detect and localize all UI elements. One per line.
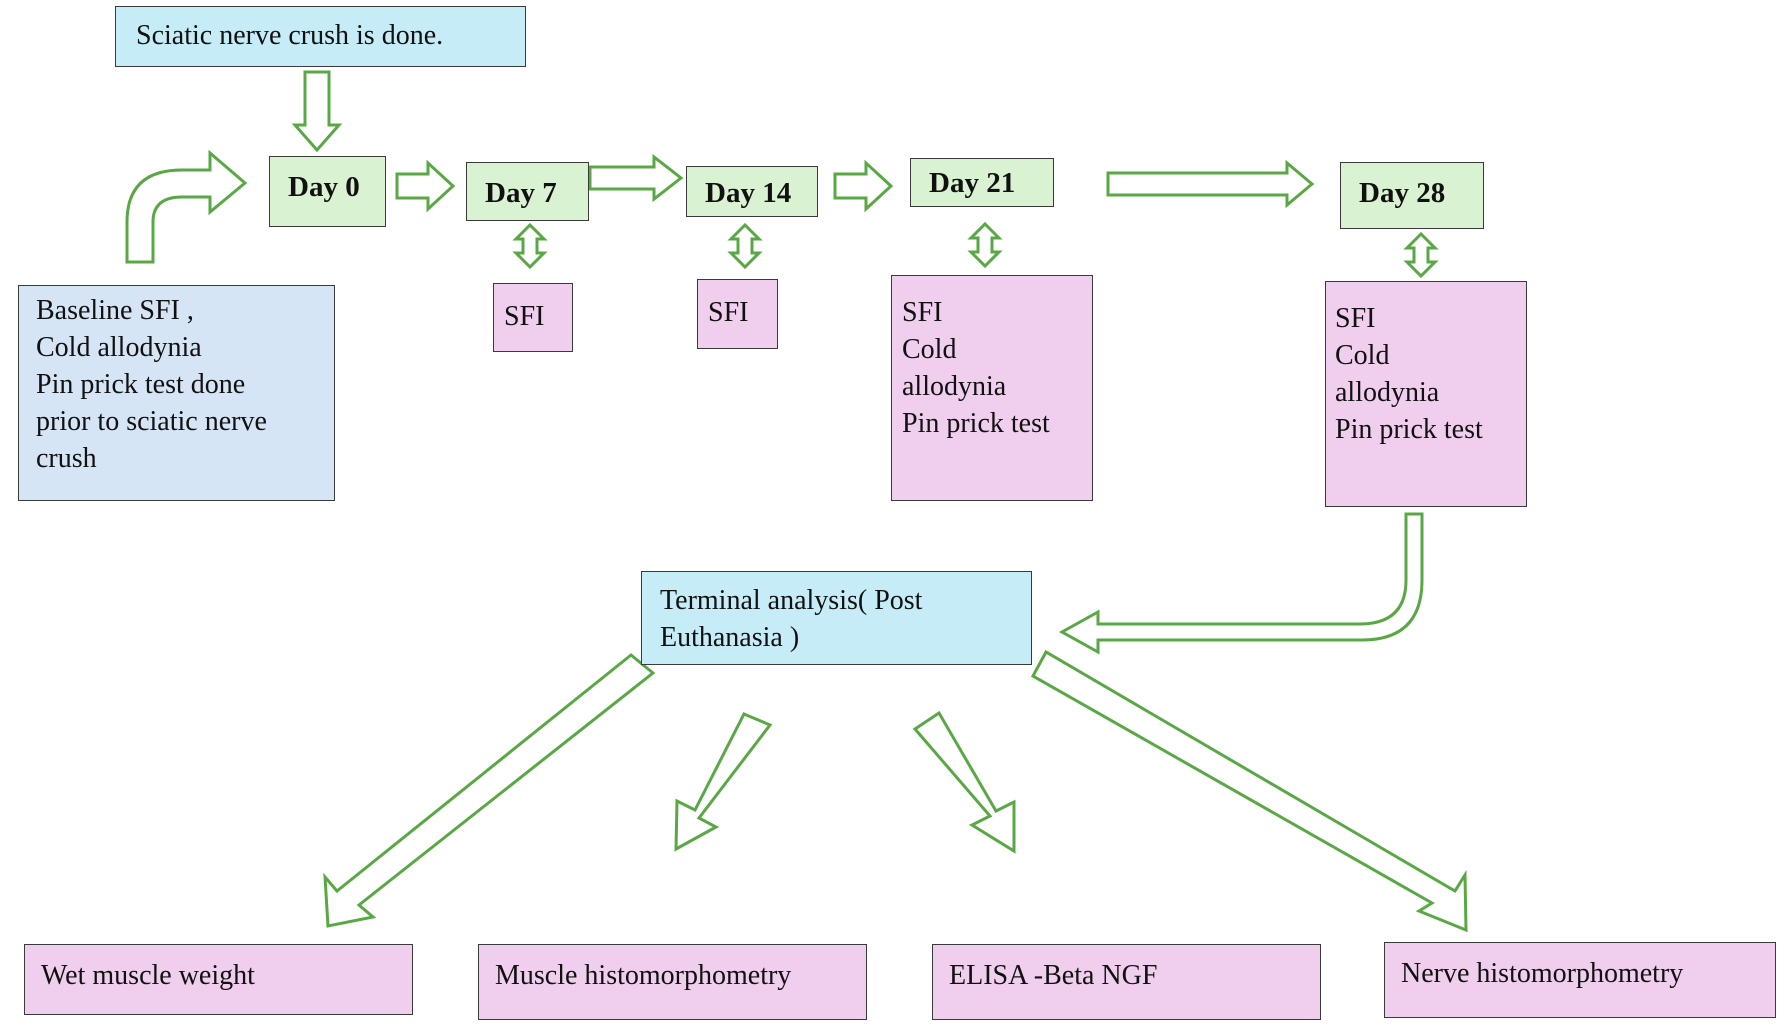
test-line: Cold — [902, 334, 957, 365]
diagonal-arrow-icon — [323, 653, 656, 928]
outcome-label: Wet muscle weight — [41, 960, 255, 991]
day-28-box: Day 28 — [1340, 162, 1484, 229]
outcome-nerve-histomorphometry: Nerve histomorphometry — [1384, 942, 1776, 1018]
baseline-box: Baseline SFI , Cold allodynia Pin prick … — [18, 285, 335, 501]
right-arrow-icon — [395, 159, 456, 213]
test-line: Pin prick test — [1335, 414, 1483, 445]
day-label: Day 28 — [1359, 177, 1446, 209]
double-arrow-icon — [512, 222, 548, 270]
day-14-box: Day 14 — [686, 166, 818, 217]
baseline-line: Cold allodynia — [36, 332, 202, 363]
double-arrow-icon — [727, 222, 763, 270]
down-arrow-icon — [291, 70, 343, 153]
day-label: Day 14 — [705, 177, 792, 209]
terminal-line: Euthanasia ) — [660, 622, 800, 653]
day-7-box: Day 7 — [466, 162, 589, 221]
nerve-crush-text: Sciatic nerve crush is done. — [136, 20, 444, 51]
double-arrow-icon — [967, 221, 1003, 269]
outcome-label: ELISA -Beta NGF — [949, 960, 1158, 991]
outcome-wet-muscle-weight: Wet muscle weight — [24, 944, 413, 1015]
day-label: Day 0 — [288, 171, 360, 203]
day-label: Day 7 — [485, 177, 557, 209]
test-line: SFI — [1335, 303, 1376, 334]
right-arrow-icon — [833, 159, 894, 213]
terminal-line: Terminal analysis( Post — [660, 585, 923, 616]
test-line: allodynia — [902, 371, 1007, 402]
day-21-tests-box: SFI Cold allodynia Pin prick test — [891, 275, 1093, 501]
day-7-tests-box: SFI — [493, 283, 573, 352]
outcome-muscle-histomorphometry: Muscle histomorphometry — [478, 944, 867, 1020]
terminal-analysis-box: Terminal analysis( Post Euthanasia ) — [641, 571, 1032, 665]
outcome-elisa-beta-ngf: ELISA -Beta NGF — [932, 944, 1321, 1020]
test-line: SFI — [504, 301, 545, 332]
day-28-tests-box: SFI Cold allodynia Pin prick test — [1325, 281, 1527, 507]
baseline-line: prior to sciatic nerve — [36, 406, 267, 437]
outcome-label: Muscle histomorphometry — [495, 960, 792, 991]
diagonal-arrow-icon — [1030, 649, 1468, 933]
day-label: Day 21 — [929, 167, 1016, 199]
bent-arrow-icon — [125, 149, 248, 264]
right-arrow-icon — [1106, 159, 1315, 209]
day-14-tests-box: SFI — [697, 279, 778, 349]
day-21-box: Day 21 — [910, 158, 1054, 207]
right-arrow-icon — [588, 153, 684, 203]
nerve-crush-box: Sciatic nerve crush is done. — [115, 6, 526, 67]
diagonal-arrow-icon — [912, 710, 1016, 854]
double-arrow-icon — [1403, 231, 1439, 279]
diagonal-arrow-icon — [674, 712, 773, 852]
test-line: SFI — [708, 297, 749, 328]
curved-arrow-icon — [1058, 512, 1424, 655]
test-line: Cold — [1335, 340, 1390, 371]
day-0-box: Day 0 — [269, 156, 386, 227]
baseline-line: Baseline SFI , — [36, 295, 194, 326]
test-line: Pin prick test — [902, 408, 1050, 439]
baseline-line: Pin prick test done — [36, 369, 246, 400]
test-line: SFI — [902, 297, 943, 328]
baseline-line: crush — [36, 443, 97, 474]
outcome-label: Nerve histomorphometry — [1401, 958, 1684, 989]
test-line: allodynia — [1335, 377, 1440, 408]
